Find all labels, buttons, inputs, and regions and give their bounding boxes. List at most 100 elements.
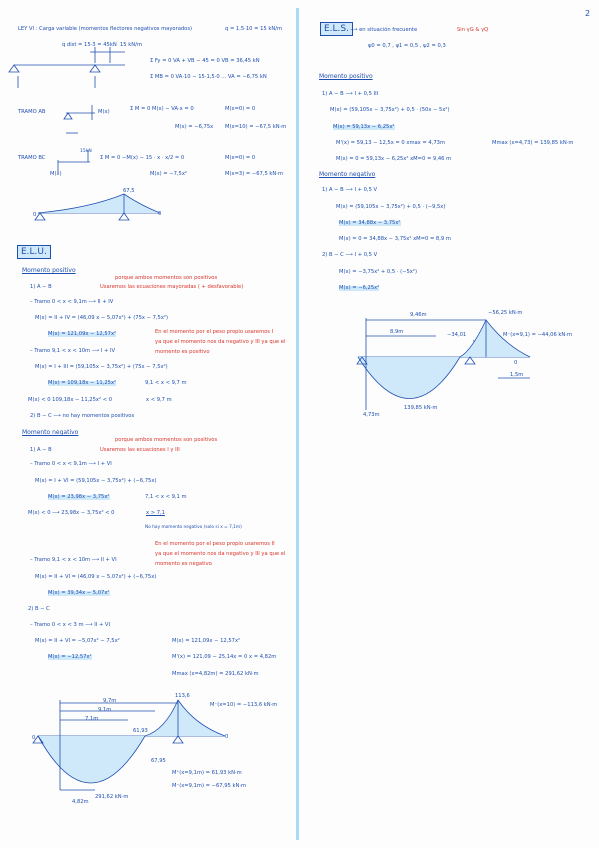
support-a-1 <box>8 64 20 73</box>
d2-positive-curve <box>37 735 146 784</box>
f-89: 8,9m <box>390 329 404 335</box>
tramo-bc-m3: M(x=3) = −67,5 kN·m <box>225 171 284 177</box>
f-946: 9,46m <box>410 312 427 318</box>
b12: – Tramo 0 < x < 3 m ⟶ II + VI <box>30 622 111 628</box>
a1-note: porque ambos momentos son positivos <box>115 275 218 281</box>
f-15: 1,5m <box>510 372 524 378</box>
mn-heading: Momento negativo <box>22 429 79 436</box>
r-mp-heading: Momento positivo <box>319 73 373 80</box>
b7-note: En el momento por el peso propio usaremo… <box>155 541 275 547</box>
a4-note: En el momento por el peso propio usaremo… <box>155 329 274 335</box>
b11: 2) B − C <box>28 606 50 612</box>
b3: M(x) = I + VI = (59,105x − 3,75x²) + (−6… <box>35 478 157 484</box>
tramo-ab-m0: M(x=0) = 0 <box>225 106 256 112</box>
d2-mneg10: M⁻(x=10) = −113,6 kN·m <box>210 702 278 708</box>
support-b-1 <box>89 64 101 73</box>
c12: M(x) = −6,25x² <box>339 285 380 292</box>
d2-dim-91: 9,1m <box>98 707 112 713</box>
d2-peak-1136: 113,6 <box>175 693 190 699</box>
r-mn-heading: Momento negativo <box>319 171 376 178</box>
a4: M(x) = 121,09x − 12,57x² <box>48 331 117 338</box>
a5: – Tramo 9,1 < x < 10m ⟶ I + IV <box>30 348 116 354</box>
b10: M(x) = 39,34x − 5,07x² <box>48 590 110 597</box>
a8b: x < 9,7 m <box>146 397 172 403</box>
tramo-bc-label: TRAMO BC <box>18 155 46 161</box>
b5b: x > 7,1 <box>146 510 165 516</box>
f-negative-curve <box>459 319 531 358</box>
c2: M(x) = (59,105x − 3,75x²) + 0,5 · (50x −… <box>330 107 450 113</box>
tramo-ab-eq: Σ M = 0 M(x) − VA·x = 0 <box>130 106 194 112</box>
b1: 1) A − B <box>30 447 52 453</box>
b7-note3: momento es negativo <box>155 561 212 567</box>
c7: M(x) = (59,105x − 3,75x²) + 0,5 · (−9,5x… <box>336 204 446 210</box>
b2: – Tramo 0 < x < 9,1m ⟶ I + VI <box>30 461 112 467</box>
d2-mpos91: M⁺(x=9,1m) = 61,93 kN·m <box>172 770 242 776</box>
d2-6795: 67,95 <box>151 758 166 764</box>
a4-note2: ya que el momento nos da negativo y III … <box>155 339 286 345</box>
a4-note3: momento es positivo <box>155 349 210 355</box>
a1: 1) A − B <box>30 284 52 290</box>
sum-mb: Σ MB = 0 VA·10 − 15·1,5·0 ... VA = −6,75… <box>150 74 267 80</box>
d2-6193: 61,93 <box>133 728 148 734</box>
d2-482: 4,82m <box>72 799 89 805</box>
b6: No hay momento negativo (solo si x = 7,1… <box>145 525 242 530</box>
els-situation: ⟶ en situación frecuente <box>350 27 418 33</box>
b15: Mmax (x=4,82m) = 291,62 kN·m <box>172 671 259 677</box>
a6: M(x) = I + III = (59,105x − 3,75x²) + (7… <box>35 364 168 370</box>
c11: M(x) = −3,75x² + 0,5 · (−5x²) <box>339 269 417 275</box>
b14b: M'(x) = 121,09 − 25,14x = 0 x = 4,82m <box>172 654 277 660</box>
mp-heading: Momento positivo <box>22 267 76 274</box>
dist-load-label: q dist = 15·3 = 45kN <box>62 42 117 48</box>
b9: M(x) = II + VI = (46,09 x − 5,07x²) + (−… <box>35 574 157 580</box>
d2-max: 291,62 kN·m <box>95 794 129 800</box>
ley-vi-load: q = 1,5·10 = 15 kN/m <box>225 26 283 32</box>
f-13985: 139,85 kN·m <box>404 405 438 411</box>
f-mneg91: M⁻(x=9,1) = −44,06 kN·m <box>503 332 573 338</box>
b14: M(x) = −12,57x² <box>48 654 92 661</box>
f-473: 4,73m <box>363 412 380 418</box>
b4: M(x) = 23,98x − 3,75x² <box>48 494 110 501</box>
b8: – Tramo 9,1 < x < 10m ⟶ II + VI <box>30 557 117 563</box>
b4b: 7,1 < x < 9,1 m <box>145 494 187 500</box>
b13: M(x) = II + VI = −5,07x² − 7,5x² <box>35 638 120 644</box>
d2-dim-71: 7,1m <box>85 716 99 722</box>
tramo-bc-load: 15kN <box>80 149 92 154</box>
a3: M(x) = II + IV = (46,09 x − 5,07x²) + (7… <box>35 315 169 321</box>
tramo-bc-mx: M(x) = −7,5x² <box>150 171 187 177</box>
els-title: E.L.S. <box>320 22 353 36</box>
b7-note2: ya que el momento nos da negativo y III … <box>155 551 286 557</box>
c4b: Mmax (x=4,73) = 139,85 kN·m <box>492 140 574 146</box>
d2-mneg91: M⁻(x=9,1m) = −67,95 kN·m <box>172 783 247 789</box>
tramo-ab-m10: M(x=10) = −67,5 kN·m <box>225 124 287 130</box>
tramo-bc-m0: M(x=0) = 0 <box>225 155 256 161</box>
c10: 2) B − C ⟶ I + 0,5 V <box>322 252 378 258</box>
f-3401: −34,01 <box>447 332 467 338</box>
els-note: Sin γG & γQ <box>457 27 489 33</box>
b1-note2: Usaremos las ecuaciones I y III <box>100 447 180 453</box>
a7b: 9,1 < x < 9,7 m <box>145 380 187 386</box>
f-5625: −56,25 kN·m <box>488 310 523 316</box>
d2-zero-right: 0 <box>225 734 229 740</box>
tramo-bc-mlabel: M(x) <box>50 171 62 177</box>
c8: M(x) = 34,88x − 3,75x² <box>339 220 401 227</box>
f-zero-2: 0 <box>514 360 518 366</box>
a9: 2) B − C ⟶ no hay momentos positivos <box>30 413 135 419</box>
sum-fy: Σ Fy = 0 VA + VB − 45 = 0 VB = 36,45 kN <box>150 58 260 64</box>
tramo-bc-eq: Σ M = 0 −M(x) − 15 · x · x/2 = 0 <box>100 155 185 161</box>
c4: M'(x) = 59,13 − 12,5x = 0 xmax = 4,73m <box>336 140 445 146</box>
c9: M(x) = 0 = 34,88x − 3,75x² xM=0 = 8,9 m <box>339 236 451 242</box>
d2-zero-left: 0 <box>32 735 36 741</box>
d2-dim-97: 9,7m <box>103 698 117 704</box>
d2-negative-curve <box>144 699 226 737</box>
d1-value-675: 67,5 <box>123 188 135 194</box>
c6: 1) A − B ⟶ I + 0,5 V <box>322 187 378 193</box>
a1-note2: Usaremos las ecuaciones mayoradas ( + de… <box>100 284 244 290</box>
column-divider <box>296 8 299 840</box>
els-psi: ψ0 = 0,7 , ψ1 = 0,5 , ψ2 = 0,3 <box>368 43 446 49</box>
a8: M(x) < 0 109,18x − 11,25x² < 0 <box>28 397 112 403</box>
a2: – Tramo 0 < x < 9,1m ⟶ II + IV <box>30 299 114 305</box>
a7: M(x) = 109,18x − 11,25x² <box>48 380 117 387</box>
f-positive-curve <box>357 356 461 399</box>
tramo-ab-mx: M(x) = −6,75x <box>175 124 214 130</box>
